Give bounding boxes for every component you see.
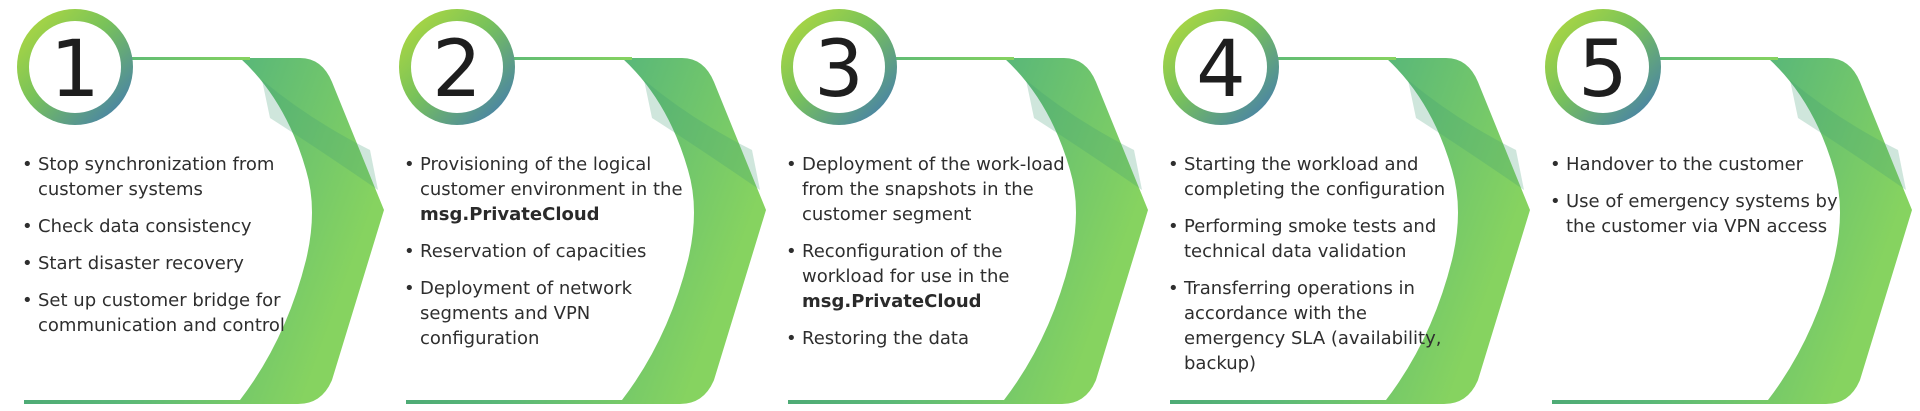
step-4-items: Starting the workload and completing the… [1168,152,1468,388]
step-number: 2 [432,25,482,115]
number-circle [1175,21,1267,113]
step-5: 5 [1545,9,1912,404]
step-item-text: Set up customer bridge for communication… [38,290,285,336]
step-number: 5 [1578,25,1628,115]
chevron-band [1552,58,1912,404]
step-item-text: Transferring operations in accordance wi… [1184,278,1442,374]
step-number: 3 [814,25,864,115]
step-item: Performing smoke tests and technical dat… [1168,214,1468,264]
step-item-text: Check data consistency [38,216,252,237]
step-item-text: Restoring the data [802,328,969,349]
step-3-items: Deployment of the work-load from the sna… [786,152,1086,363]
step-item: Provisioning of the logical customer env… [404,152,704,227]
number-circle [1557,21,1649,113]
step-item-text: Start disaster recovery [38,253,244,274]
band-highlight [1790,80,1906,190]
step-3: 3 [781,9,1148,404]
step-item: Handover to the customer [1550,152,1850,177]
band-highlight [262,80,378,190]
band-highlight [1408,80,1524,190]
step-item-text: Handover to the customer [1566,154,1804,175]
band-highlight [644,80,760,190]
step-2-items: Provisioning of the logical customer env… [404,152,704,363]
connector-line [492,57,632,60]
step-item: Deployment of the work-load from the sna… [786,152,1086,227]
number-circle [29,21,121,113]
step-item-text: Reconfiguration of the workload for use … [802,241,1010,287]
connector-line [1256,57,1396,60]
step-number: 1 [50,25,100,115]
step-item-emphasis: msg.PrivateCloud [420,204,600,225]
step-item: Deployment of network segments and VPN c… [404,276,704,351]
connector-line [1638,57,1778,60]
connector-line [874,57,1014,60]
band-highlight [1026,80,1142,190]
number-circle [793,21,885,113]
number-circle [411,21,503,113]
step-item-text: Stop synchronization from customer syste… [38,154,275,200]
step-item: Stop synchronization from customer syste… [22,152,322,202]
step-item: Reservation of capacities [404,239,704,264]
step-1-items: Stop synchronization from customer syste… [22,152,322,350]
step-item: Use of emergency systems by the customer… [1550,189,1850,239]
step-item: Restoring the data [786,326,1086,351]
step-item-text: Starting the workload and completing the… [1184,154,1446,200]
step-item: Starting the workload and completing the… [1168,152,1468,202]
step-item: Start disaster recovery [22,251,322,276]
step-item: Transferring operations in accordance wi… [1168,276,1468,376]
chevron-band [788,58,1148,404]
step-5-items: Handover to the customerUse of emergency… [1550,152,1850,251]
step-item-text: Deployment of network segments and VPN c… [420,278,632,349]
step-number: 4 [1196,25,1246,115]
step-item-text: Reservation of capacities [420,241,647,262]
step-item-text: Provisioning of the logical customer env… [420,154,683,200]
connector-line [110,57,250,60]
step-item: Reconfiguration of the workload for use … [786,239,1086,314]
step-item: Check data consistency [22,214,322,239]
step-item-emphasis: msg.PrivateCloud [802,291,982,312]
step-item-text: Use of emergency systems by the customer… [1566,191,1838,237]
step-item-text: Deployment of the work-load from the sna… [802,154,1065,225]
step-item-text: Performing smoke tests and technical dat… [1184,216,1437,262]
step-item: Set up customer bridge for communication… [22,288,322,338]
